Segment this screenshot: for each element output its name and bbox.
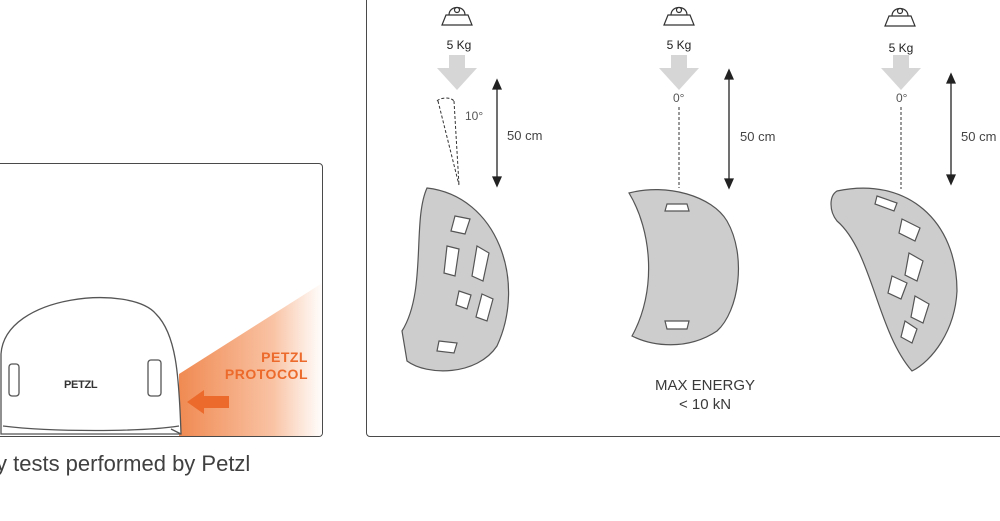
test-3 <box>830 7 958 372</box>
height-arrow <box>723 68 735 190</box>
down-arrow-icon <box>437 55 477 90</box>
weight-icon <box>441 6 473 26</box>
protocol-line-1: PETZL <box>261 349 308 365</box>
angle-label-1: 10° <box>465 109 484 123</box>
test-1 <box>401 6 510 372</box>
helmet-tilted <box>401 187 510 372</box>
weight-label-1: 5 Kg <box>446 38 472 52</box>
height-label-2: 50 cm <box>740 129 776 144</box>
weight-icon <box>884 7 916 27</box>
height-label-1: 50 cm <box>507 128 543 143</box>
drop-test-illustration <box>401 6 958 372</box>
petzl-protocol-label: PETZL PROTOCOL <box>225 349 308 383</box>
helmet-logo: PETZL <box>64 379 98 391</box>
weight-label-3: 5 Kg <box>888 41 914 55</box>
front-impact-panel: PETZL PETZL PROTOCOL <box>0 163 323 437</box>
angle-label-2: 0° <box>673 91 685 105</box>
height-arrow <box>945 72 957 186</box>
height-label-3: 50 cm <box>961 129 997 144</box>
weight-label-2: 5 Kg <box>666 38 692 52</box>
down-arrow-icon <box>881 55 921 90</box>
test-2 <box>628 6 740 346</box>
max-energy-line-1: MAX ENERGY <box>654 377 756 394</box>
protocol-line-2: PROTOCOL <box>224 366 308 382</box>
weight-icon <box>663 6 695 26</box>
helmet-front-view <box>0 297 182 435</box>
caption-text: y tests performed by Petzl <box>0 451 251 476</box>
angle-label-3: 0° <box>896 91 908 105</box>
max-energy-line-2: < 10 kN <box>678 396 732 413</box>
max-energy-label: MAX ENERGY < 10 kN <box>635 376 775 414</box>
down-arrow-icon <box>659 55 699 90</box>
helmet-top-view <box>628 189 740 346</box>
height-arrow <box>491 78 503 188</box>
drop-test-panel: 5 Kg 10° 50 cm 5 Kg 0° 50 cm 5 Kg 0° 50 … <box>366 0 1000 437</box>
helmet-side-view <box>830 187 958 372</box>
front-impact-illustration <box>0 283 322 436</box>
left-arrow-icon <box>187 390 229 414</box>
